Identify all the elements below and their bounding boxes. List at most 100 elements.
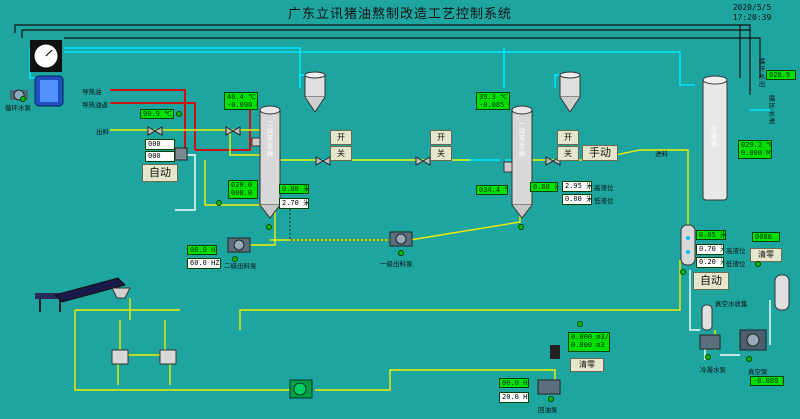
evap2-low-set[interactable]: 0.00 米 — [562, 194, 592, 205]
pump-1[interactable] — [227, 237, 251, 253]
vacuum-tank-right — [774, 274, 790, 311]
pump1-hz-set[interactable]: 60.0 HZ — [187, 258, 221, 269]
cooling-tower — [30, 40, 64, 107]
close-button-3[interactable]: 关 — [557, 146, 579, 161]
feed-in-label: 进料 — [655, 150, 668, 158]
tank-status — [680, 269, 686, 275]
flow-display: 0.000 m3/H 0.000 m3 — [568, 332, 610, 352]
auto-button-2[interactable]: 自动 — [693, 272, 729, 290]
cond-temp: 029.2 ℃ — [741, 141, 772, 149]
flow-status — [577, 321, 583, 327]
heat-oil-return-label: 导热油返 — [82, 101, 108, 109]
cond-display: 029.2 ℃ 0.000 MP — [738, 140, 772, 159]
evap1-temp: 46.4 ℃ — [227, 93, 256, 101]
top-pipes — [14, 24, 761, 95]
pump2-label: 一级出料泵 — [380, 260, 413, 268]
tank-low-set[interactable]: 0.20 米 — [696, 257, 724, 268]
page-title: 广东立讯猪油熬制改造工艺控制系统 — [287, 7, 512, 22]
return-pump-hz: 00.0 HZ — [499, 378, 529, 388]
evaporator-1 — [251, 105, 281, 219]
valve-setpoint-1[interactable]: 000 — [145, 139, 175, 150]
water-pipes — [29, 47, 770, 161]
tank-high-label: 高液位 — [726, 247, 746, 255]
vacuum-press-display: -0.089 MP — [750, 376, 784, 386]
flow-rate: 0.000 m3/H — [571, 333, 610, 341]
reset-button-1[interactable]: 清零 — [750, 248, 782, 262]
clock-date: 2020/5/5 — [732, 3, 772, 12]
tank-low-label: 低液位 — [726, 260, 746, 268]
pump2-status — [398, 250, 404, 256]
condensate-tank-label: 真空水收集 — [715, 300, 748, 308]
evap2-low-label: 低液位 — [594, 197, 614, 205]
evap2-status — [518, 224, 524, 230]
separator-1 — [304, 71, 326, 113]
valve-status — [216, 200, 222, 206]
valve-setpoint-2[interactable]: 000 — [145, 151, 175, 162]
cooling-pump-status — [705, 354, 711, 360]
flow-meter — [550, 345, 560, 359]
evap2-temp: 39.3 ℃ — [479, 93, 508, 101]
open-button-2[interactable]: 开 — [430, 130, 452, 145]
evap1-bottom-display: 020.0 ℃ 000.0 ℃ — [228, 180, 258, 199]
cool-out-label: 循环水出 — [757, 58, 765, 88]
evap2-bottom-temp: 034.4 ℃ — [476, 185, 508, 195]
evap1-level-display: 0.00 米 — [279, 184, 309, 194]
evap1-level-set[interactable]: 2.70 米 — [279, 198, 309, 209]
vacuum-tank-small — [701, 304, 713, 331]
feed-out-label: 出料 — [96, 128, 109, 136]
evap1-top-display: 46.4 ℃ -0.090 MP — [224, 92, 258, 110]
cooling-water-pump[interactable] — [699, 334, 721, 350]
pump1-hz-display: 08.0 HZ — [187, 245, 217, 255]
melt-tank-2 — [159, 349, 177, 365]
return-oil-pump[interactable] — [537, 379, 561, 395]
open-button-1[interactable]: 开 — [330, 130, 352, 145]
close-button-1[interactable]: 关 — [330, 146, 352, 161]
evap1-status — [266, 224, 272, 230]
pump-2[interactable] — [389, 231, 413, 247]
feed-valve-symbols — [147, 126, 561, 166]
conveyor — [35, 277, 131, 312]
evap2-level-display: 0.00 米 — [530, 182, 558, 192]
evap2-high-set[interactable]: 2.95 米 — [562, 181, 592, 192]
manual-button[interactable]: 手动 — [582, 145, 618, 161]
reset-button-2[interactable]: 清零 — [570, 358, 604, 372]
pump1-status — [232, 256, 238, 262]
clock-time: 17:20:39 — [732, 13, 772, 22]
evap2-press: -0.085 MP — [479, 101, 509, 109]
open-button-3[interactable]: 开 — [557, 130, 579, 145]
cond-out-temp: 028.9 ℃ — [766, 70, 796, 80]
cond-press: 0.000 MP — [741, 149, 772, 157]
auto-button-1[interactable]: 自动 — [142, 164, 178, 182]
receiver-tank — [680, 224, 696, 266]
circulation-pump-status — [20, 96, 26, 102]
return-pump-status — [548, 396, 554, 402]
evap1-press: -0.090 MP — [227, 101, 257, 109]
tank-high-set[interactable]: 0.70 米 — [696, 244, 724, 255]
evap1-bottom-press: 000.0 ℃ — [231, 189, 257, 197]
evap1-bottom-temp: 020.0 ℃ — [231, 181, 257, 189]
clock: 2020/5/5 17:20:39 — [712, 3, 792, 23]
condenser — [702, 75, 728, 201]
evaporator-2 — [503, 105, 533, 219]
evap2-label: 一效蒸发器 — [517, 120, 525, 158]
vacuum-pump[interactable] — [739, 329, 767, 351]
counter-status — [755, 261, 761, 267]
feed-temp-indicator — [176, 111, 182, 117]
cooling-pump-label: 冷凝水泵 — [700, 366, 726, 374]
vacuum-pump-status — [746, 356, 752, 362]
close-button-2[interactable]: 关 — [430, 146, 452, 161]
return-pump-set[interactable]: 20.0 HZ — [499, 392, 529, 403]
return-pump-label: 回油泵 — [538, 406, 558, 414]
flow-total: 0.000 m3 — [571, 341, 605, 349]
green-motor-pump[interactable] — [289, 379, 313, 399]
circulation-pump-label: 循环水泵 — [5, 104, 31, 112]
evap2-high-label: 高液位 — [594, 184, 614, 192]
pump1-label: 二级出料泵 — [224, 262, 257, 270]
evap1-label: 二效蒸发器 — [265, 120, 273, 158]
condenser-label: 冷凝器 — [709, 125, 717, 148]
separator-2 — [559, 71, 581, 113]
tank-level-display: 0.05 米 — [696, 230, 726, 240]
cool-in-label: 循环水进 — [767, 95, 775, 125]
melt-tank-1 — [111, 349, 129, 365]
